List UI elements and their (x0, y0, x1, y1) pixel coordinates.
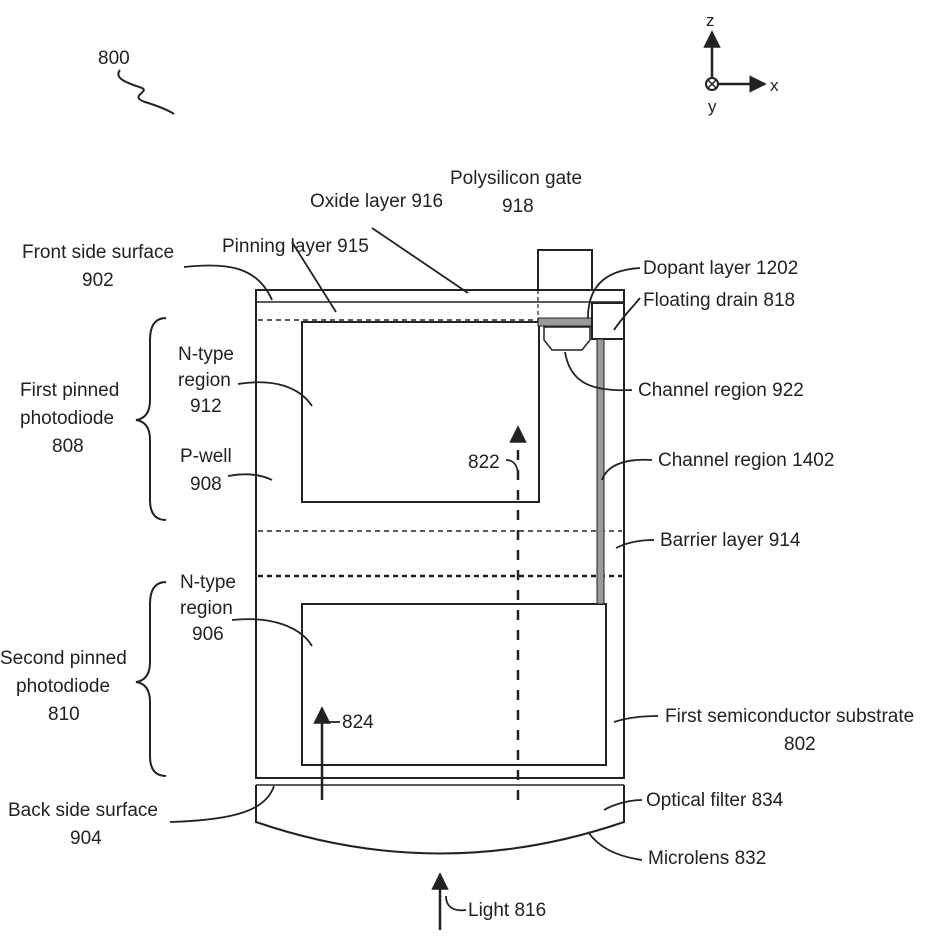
axis-x-label: x (770, 76, 779, 95)
label-p-well: P-well 908 (180, 446, 237, 495)
figure-ref-800: 800 (98, 48, 130, 69)
axis-z-label: z (706, 11, 715, 30)
leader-lines (169, 227, 659, 912)
first-semiconductor-substrate (255, 289, 625, 779)
label-channel-region-1402: Channel region 1402 (658, 450, 834, 471)
n-type-region-912 (301, 321, 540, 503)
label-pinning-layer: Pinning layer 915 (222, 236, 369, 257)
label-n-type-region-906: N-type region 906 (180, 572, 241, 645)
label-floating-drain: Floating drain 818 (643, 290, 795, 311)
brace-first-pinned-photodiode (135, 317, 167, 521)
brace-second-pinned-photodiode (135, 581, 167, 777)
label-channel-region-922: Channel region 922 (638, 380, 804, 401)
n-type-region-906 (301, 603, 607, 766)
channel-region-922 (543, 326, 591, 351)
polysilicon-gate (537, 249, 593, 291)
label-microlens: Microlens 832 (648, 848, 766, 869)
label-polysilicon-gate: Polysilicon gate 918 (450, 168, 587, 217)
label-path-822: 822 (468, 452, 500, 473)
ref-800-squiggle (117, 69, 175, 115)
label-dopant-layer: Dopant layer 1202 (643, 258, 798, 279)
label-first-semiconductor-substrate: First semiconductor substrate 802 (665, 706, 919, 755)
floating-drain (591, 302, 625, 340)
channel-region-1402 (596, 338, 605, 605)
label-light: Light 816 (468, 900, 546, 921)
coordinate-axes (703, 30, 767, 93)
microlens (255, 785, 625, 855)
label-barrier-layer: Barrier layer 914 (660, 530, 801, 551)
label-path-824: 824 (342, 712, 374, 733)
axis-y-label: y (708, 97, 717, 116)
label-optical-filter: Optical filter 834 (646, 790, 784, 811)
label-back-side-surface: Back side surface 904 (8, 800, 163, 849)
label-first-pinned-photodiode: First pinned photodiode 808 (20, 380, 125, 457)
device-body (255, 289, 625, 855)
label-oxide-layer: Oxide layer 916 (310, 191, 443, 212)
label-second-pinned-photodiode: Second pinned photodiode 810 (0, 648, 132, 725)
label-n-type-region-912: N-type region 912 (178, 344, 239, 417)
label-front-side-surface: Front side surface 902 (22, 242, 179, 291)
dopant-layer (537, 317, 593, 327)
